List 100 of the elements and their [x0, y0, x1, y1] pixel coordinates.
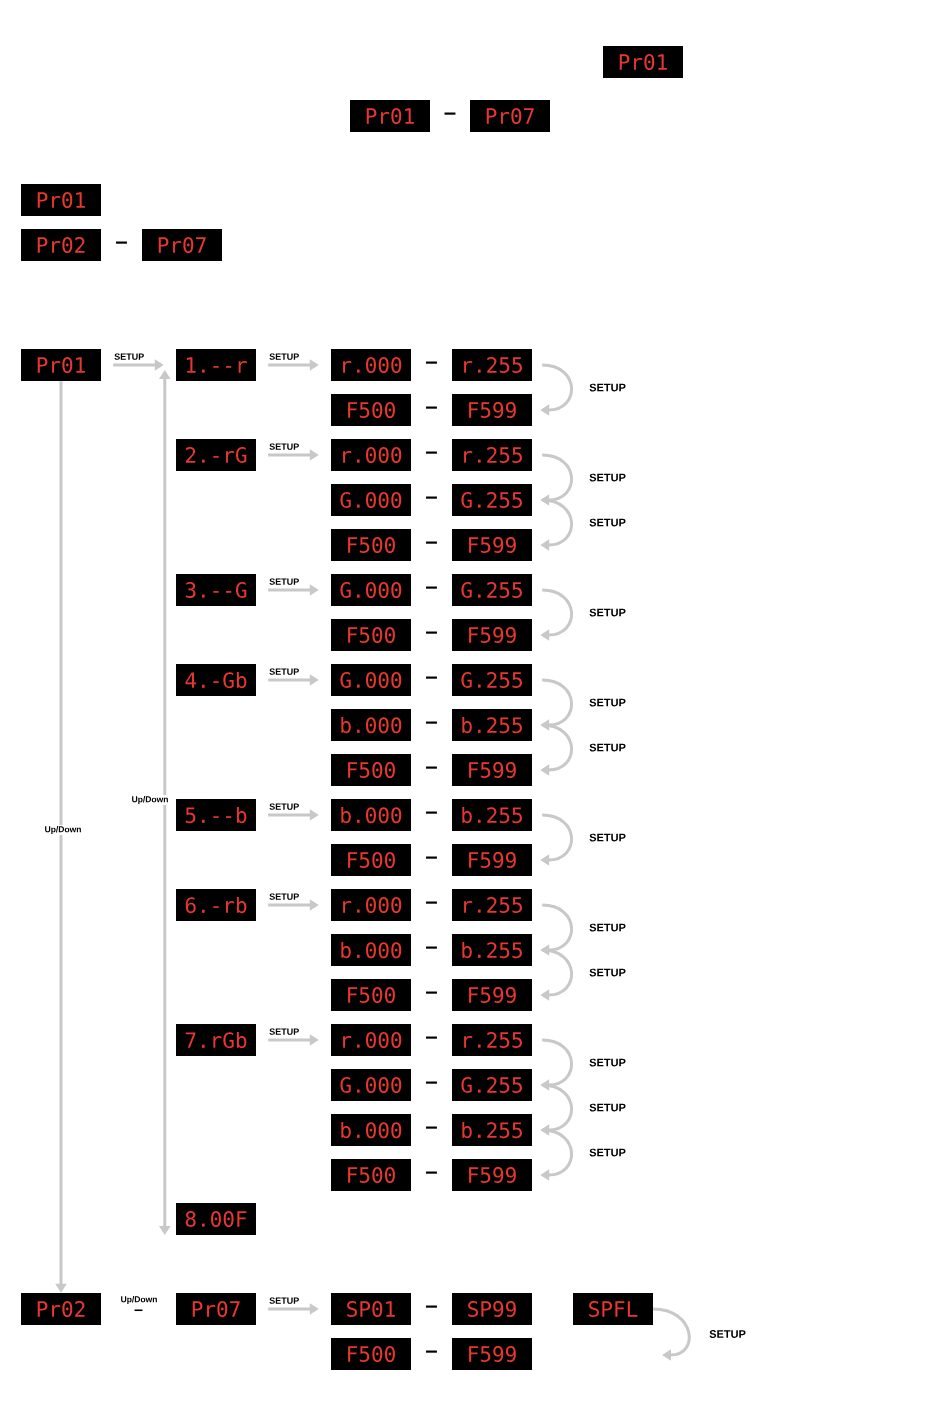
- display-box: 1.--r: [176, 349, 256, 381]
- display-box: G.000: [331, 1069, 411, 1101]
- range-dash: –: [426, 901, 437, 904]
- display-box: r.255: [452, 439, 532, 471]
- range-dash: –: [426, 541, 437, 544]
- range-dash: –: [426, 766, 437, 769]
- display-box: F500: [331, 394, 411, 426]
- display-box: F500: [331, 1338, 411, 1370]
- edge-label: SETUP: [268, 352, 301, 361]
- edge-label: SETUP: [588, 697, 627, 708]
- display-box: F500: [331, 1159, 411, 1191]
- range-dash: –: [426, 631, 437, 634]
- range-dash: –: [426, 1171, 437, 1174]
- display-box: r.255: [452, 889, 532, 921]
- range-dash: –: [426, 991, 437, 994]
- range-dash: –: [426, 1126, 437, 1129]
- edge-label: SETUP: [268, 1296, 301, 1305]
- display-box: r.255: [452, 349, 532, 381]
- display-box: SPFL: [573, 1293, 653, 1325]
- edge-label: SETUP: [113, 352, 146, 361]
- display-box: G.255: [452, 1069, 532, 1101]
- edge-label: SETUP: [268, 577, 301, 586]
- display-box: 8.00F: [176, 1203, 256, 1235]
- display-box: 7.rGb: [176, 1024, 256, 1056]
- range-dash: –: [426, 811, 437, 814]
- range-dash: –: [134, 1309, 143, 1312]
- edge-label: SETUP: [588, 742, 627, 753]
- range-dash: –: [426, 1036, 437, 1039]
- display-box: Pr01: [350, 100, 430, 132]
- range-dash: –: [426, 451, 437, 454]
- range-dash: –: [426, 406, 437, 409]
- display-box: 3.--G: [176, 574, 256, 606]
- display-box: Pr07: [176, 1293, 256, 1325]
- display-box: G.000: [331, 484, 411, 516]
- display-box: r.000: [331, 439, 411, 471]
- edge-label: SETUP: [588, 382, 627, 393]
- display-box: Pr01: [603, 46, 683, 78]
- range-dash: –: [426, 586, 437, 589]
- edge-label: SETUP: [268, 667, 301, 676]
- edge-label: SETUP: [708, 1329, 747, 1339]
- note-label: Up/Down: [121, 1296, 157, 1304]
- display-box: F599: [452, 529, 532, 561]
- range-dash: –: [116, 241, 127, 244]
- display-box: 6.-rb: [176, 889, 256, 921]
- display-box: G.000: [331, 574, 411, 606]
- display-box: F599: [452, 754, 532, 786]
- range-dash: –: [426, 856, 437, 859]
- range-dash: –: [444, 112, 456, 115]
- display-box: b.000: [331, 799, 411, 831]
- display-box: Pr07: [470, 100, 550, 132]
- range-dash: –: [426, 721, 437, 724]
- edge-label: SETUP: [268, 892, 301, 901]
- range-dash: –: [426, 1081, 437, 1084]
- display-box: b.000: [331, 709, 411, 741]
- display-box: G.255: [452, 574, 532, 606]
- edge-label: Up/Down: [130, 795, 170, 805]
- edge-label: SETUP: [588, 472, 627, 483]
- edge-label: SETUP: [268, 442, 301, 451]
- edge-label: SETUP: [268, 802, 301, 811]
- display-box: F599: [452, 619, 532, 651]
- edge-label: SETUP: [588, 1147, 627, 1158]
- display-box: r.255: [452, 1024, 532, 1056]
- display-box: b.000: [331, 1114, 411, 1146]
- display-box: Pr01: [21, 349, 101, 381]
- display-box: b.000: [331, 934, 411, 966]
- arrow: [653, 1307, 691, 1361]
- range-dash: –: [426, 946, 437, 949]
- display-box: 4.-Gb: [176, 664, 256, 696]
- edge-label: SETUP: [588, 922, 627, 933]
- display-box: SP99: [452, 1293, 532, 1325]
- display-box: r.000: [331, 889, 411, 921]
- display-box: b.255: [452, 799, 532, 831]
- display-box: F500: [331, 979, 411, 1011]
- display-box: F500: [331, 844, 411, 876]
- display-box: b.255: [452, 934, 532, 966]
- display-box: r.000: [331, 1024, 411, 1056]
- edge-label: SETUP: [588, 1102, 627, 1113]
- display-box: Pr02: [21, 229, 101, 261]
- display-box: 2.-rG: [176, 439, 256, 471]
- display-box: F599: [452, 844, 532, 876]
- edge-label: SETUP: [588, 607, 627, 618]
- display-box: F500: [331, 529, 411, 561]
- range-dash: –: [426, 361, 437, 364]
- display-box: 5.--b: [176, 799, 256, 831]
- display-box: G.255: [452, 664, 532, 696]
- range-dash: –: [426, 1350, 437, 1353]
- display-box: r.000: [331, 349, 411, 381]
- display-box: F599: [452, 394, 532, 426]
- display-box: F599: [452, 1338, 532, 1370]
- display-box: SP01: [331, 1293, 411, 1325]
- display-box: F599: [452, 1159, 532, 1191]
- edge-label: SETUP: [588, 967, 627, 978]
- edge-label: SETUP: [588, 1057, 627, 1068]
- display-box: Pr02: [21, 1293, 101, 1325]
- range-dash: –: [426, 496, 437, 499]
- display-box: F599: [452, 979, 532, 1011]
- display-box: b.255: [452, 1114, 532, 1146]
- display-box: F500: [331, 754, 411, 786]
- range-dash: –: [426, 1305, 437, 1308]
- display-box: G.000: [331, 664, 411, 696]
